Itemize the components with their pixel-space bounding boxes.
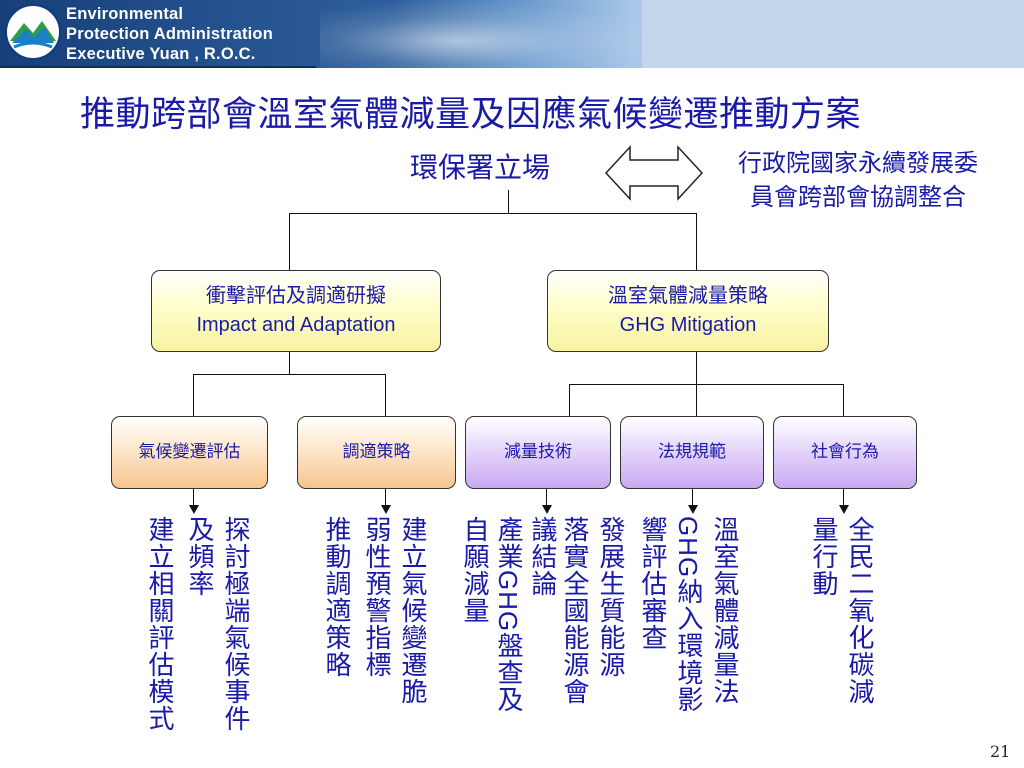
reduction-tech-node: 減量技術 [465, 416, 611, 489]
down-arrow-icon [189, 505, 199, 514]
regulations-label: 法規規範 [658, 442, 726, 462]
detail-text-latin: GHG [673, 516, 703, 579]
header-right-panel [642, 0, 1024, 68]
down-arrow-line [843, 489, 844, 506]
down-arrow-icon [542, 505, 552, 514]
detail-text: 納入環境影 [673, 578, 703, 714]
impact-node-zh: 衝擊評估及調適研擬 [206, 283, 386, 307]
connector-line [289, 213, 290, 271]
connector-line [569, 384, 570, 416]
down-arrow-line [692, 489, 693, 506]
detail-column: 自願減量 [459, 516, 489, 624]
down-arrow-icon [688, 505, 698, 514]
detail-column: 發展生質能源 [595, 516, 625, 678]
council-label-line2: 員會跨部會協調整合 [750, 183, 966, 211]
mitigation-node-zh: 溫室氣體減量策略 [608, 283, 768, 307]
detail-column: 推動調適策略 [321, 516, 351, 678]
social-behavior-label: 社會行為 [811, 442, 879, 462]
down-arrow-icon [381, 505, 391, 514]
connector-line [569, 384, 844, 385]
regulations-node: 法規規範 [620, 416, 764, 489]
header-underline [0, 66, 316, 68]
detail-column: 及頻率 [184, 516, 214, 597]
detail-column: 量行動 [808, 516, 838, 597]
detail-column: 落實全國能源會 [559, 516, 589, 705]
header-sky-image [320, 0, 660, 68]
double-arrow-icon [604, 145, 704, 201]
climate-assessment-label: 氣候變遷評估 [138, 442, 241, 462]
connector-line [385, 374, 386, 416]
council-label-line1: 行政院國家永續發展委 [738, 149, 978, 177]
connector-line [696, 384, 697, 416]
detail-column: 建立相關評估模式 [144, 516, 174, 732]
connector-line [508, 190, 509, 214]
detail-column: 建立氣候變遷脆 [397, 516, 427, 705]
connector-line [289, 213, 697, 214]
ghg-mitigation-node: 溫室氣體減量策略 GHG Mitigation [547, 270, 829, 352]
connector-line [193, 374, 386, 375]
impact-adaptation-node: 衝擊評估及調適研擬 Impact and Adaptation [151, 270, 441, 352]
detail-column: 產業GHG盤查及 [490, 516, 526, 713]
slide-title: 推動跨部會溫室氣體減量及因應氣候變遷推動方案 [80, 95, 862, 135]
down-arrow-line [385, 489, 386, 506]
down-arrow-line [546, 489, 547, 506]
detail-column: 全民二氧化碳減 [844, 516, 874, 705]
connector-line [193, 374, 194, 416]
connector-line [696, 352, 697, 384]
detail-column: 響評估審查 [637, 516, 667, 651]
reduction-tech-label: 減量技術 [504, 442, 572, 462]
connector-line [843, 384, 844, 416]
connector-line [696, 213, 697, 271]
detail-column: 溫室氣體減量法 [709, 516, 739, 705]
epa-stance-label: 環保署立場 [410, 151, 551, 184]
down-arrow-line [193, 489, 194, 506]
detail-column: 弱性預警指標 [361, 516, 391, 678]
epa-mountain-logo-icon [5, 4, 61, 60]
detail-column: 探討極端氣候事件 [220, 516, 250, 732]
down-arrow-icon [839, 505, 849, 514]
mitigation-node-en: GHG Mitigation [619, 314, 757, 336]
adaptation-strategy-node: 調適策略 [297, 416, 456, 489]
connector-line [289, 352, 290, 374]
page-number: 21 [990, 742, 1011, 761]
adaptation-strategy-label: 調適策略 [342, 442, 411, 462]
impact-node-en: Impact and Adaptation [196, 314, 396, 336]
detail-text: 盤查及 [493, 632, 523, 714]
council-label: 行政院國家永續發展委 員會跨部會協調整合 [708, 146, 1008, 214]
org-name-line2: Protection Administration [66, 25, 273, 43]
social-behavior-node: 社會行為 [773, 416, 917, 489]
climate-assessment-node: 氣候變遷評估 [111, 416, 268, 489]
detail-text-latin: GHG [493, 570, 523, 633]
org-name-line1: Environmental [66, 5, 184, 23]
detail-column: 議結論 [527, 516, 557, 597]
detail-column: GHG納入環境影 [670, 516, 706, 713]
detail-text: 產業 [493, 516, 523, 570]
org-name-line3: Executive Yuan , R.O.C. [66, 45, 256, 63]
